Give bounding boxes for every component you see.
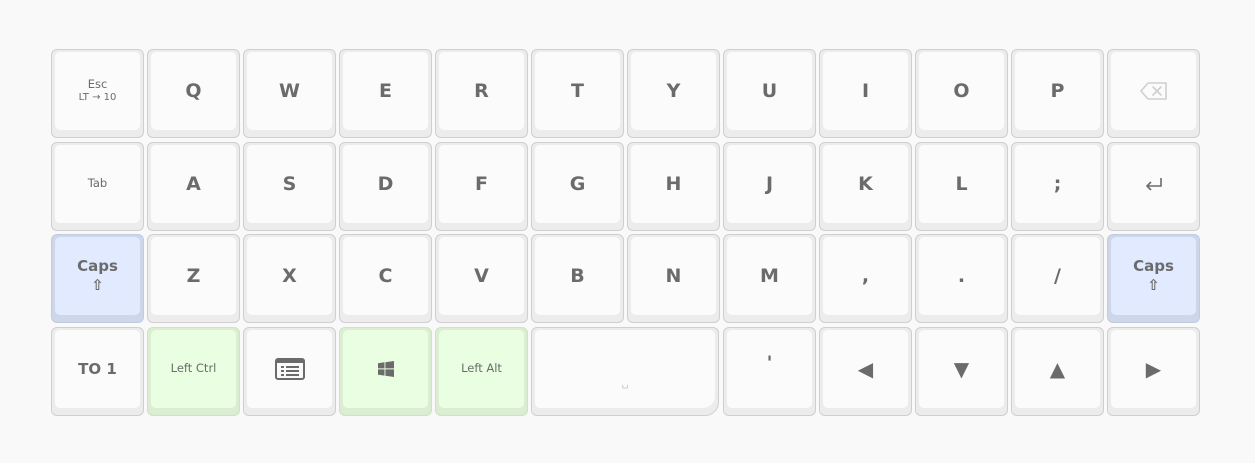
key-a-label: A bbox=[186, 172, 201, 195]
key-z[interactable]: Z bbox=[147, 234, 240, 323]
key-s[interactable]: S bbox=[243, 142, 336, 231]
key-tab[interactable]: Tab bbox=[51, 142, 144, 231]
key-quote-label: ' bbox=[766, 351, 773, 374]
backspace-icon bbox=[1139, 82, 1167, 100]
key-j-label: J bbox=[765, 172, 774, 195]
key-e[interactable]: E bbox=[339, 49, 432, 138]
menu-icon bbox=[274, 358, 305, 380]
key-esc[interactable]: Esc LT → 10 bbox=[51, 49, 144, 138]
key-s-label: S bbox=[282, 172, 297, 195]
key-k-label: K bbox=[858, 172, 873, 195]
key-h-label: H bbox=[665, 172, 682, 195]
key-z-label: Z bbox=[186, 264, 201, 287]
keyboard: Esc LT → 10 Q W E R T Y U I O P Tab A S … bbox=[51, 49, 1201, 416]
key-u[interactable]: U bbox=[723, 49, 816, 138]
key-c-label: C bbox=[378, 264, 393, 287]
key-t[interactable]: T bbox=[531, 49, 624, 138]
arrow-up-icon: ▲ bbox=[1049, 357, 1066, 381]
key-slash-label: / bbox=[1054, 264, 1061, 287]
key-x[interactable]: X bbox=[243, 234, 336, 323]
key-g-label: G bbox=[569, 172, 586, 195]
key-left-alt[interactable]: Left Alt bbox=[435, 327, 528, 416]
key-r-label: R bbox=[474, 79, 489, 102]
key-left-ctrl-label: Left Ctrl bbox=[170, 361, 217, 376]
key-arrow-down[interactable]: ▼ bbox=[915, 327, 1008, 416]
key-arrow-up[interactable]: ▲ bbox=[1011, 327, 1104, 416]
key-p[interactable]: P bbox=[1011, 49, 1104, 138]
key-backspace[interactable] bbox=[1107, 49, 1200, 138]
key-to-1-label: TO 1 bbox=[78, 359, 117, 378]
key-space[interactable]: ␣ bbox=[531, 327, 719, 416]
key-left-ctrl[interactable]: Left Ctrl bbox=[147, 327, 240, 416]
key-n-label: N bbox=[665, 264, 682, 287]
space-bar-icon: ␣ bbox=[621, 375, 629, 390]
key-x-label: X bbox=[282, 264, 297, 287]
key-period-label: . bbox=[957, 264, 966, 287]
key-g[interactable]: G bbox=[531, 142, 624, 231]
key-n[interactable]: N bbox=[627, 234, 720, 323]
key-h[interactable]: H bbox=[627, 142, 720, 231]
key-w-label: W bbox=[279, 79, 300, 102]
key-i[interactable]: I bbox=[819, 49, 912, 138]
arrow-down-icon: ▼ bbox=[953, 357, 970, 381]
key-semicolon-label: ; bbox=[1053, 172, 1062, 195]
key-f[interactable]: F bbox=[435, 142, 528, 231]
key-j[interactable]: J bbox=[723, 142, 816, 231]
key-v[interactable]: V bbox=[435, 234, 528, 323]
key-m-label: M bbox=[760, 264, 779, 287]
key-y-label: Y bbox=[666, 79, 681, 102]
key-comma-label: , bbox=[861, 264, 870, 287]
key-to-1[interactable]: TO 1 bbox=[51, 327, 144, 416]
key-caps-left-label: Caps bbox=[77, 257, 118, 276]
key-arrow-right[interactable]: ▶ bbox=[1107, 327, 1200, 416]
key-menu[interactable] bbox=[243, 327, 336, 416]
key-q-label: Q bbox=[185, 79, 202, 102]
key-d[interactable]: D bbox=[339, 142, 432, 231]
key-k[interactable]: K bbox=[819, 142, 912, 231]
key-slash[interactable]: / bbox=[1011, 234, 1104, 323]
key-e-label: E bbox=[379, 79, 392, 102]
shift-arrow-icon: ⇧ bbox=[1147, 276, 1160, 294]
key-comma[interactable]: , bbox=[819, 234, 912, 323]
key-caps-right-label: Caps bbox=[1133, 257, 1174, 276]
key-caps-right[interactable]: Caps ⇧ bbox=[1107, 234, 1200, 323]
key-q[interactable]: Q bbox=[147, 49, 240, 138]
key-a[interactable]: A bbox=[147, 142, 240, 231]
enter-icon bbox=[1145, 178, 1162, 191]
key-esc-face: Esc LT → 10 bbox=[55, 52, 140, 130]
key-period[interactable]: . bbox=[915, 234, 1008, 323]
key-o-label: O bbox=[953, 79, 970, 102]
arrow-right-icon: ▶ bbox=[1145, 357, 1162, 381]
key-arrow-left[interactable]: ◀ bbox=[819, 327, 912, 416]
key-d-label: D bbox=[377, 172, 394, 195]
key-r[interactable]: R bbox=[435, 49, 528, 138]
key-left-alt-label: Left Alt bbox=[461, 361, 502, 376]
key-l-label: L bbox=[955, 172, 968, 195]
key-b-label: B bbox=[570, 264, 585, 287]
key-quote[interactable]: ' bbox=[723, 327, 816, 416]
key-tab-label: Tab bbox=[87, 176, 108, 191]
key-c[interactable]: C bbox=[339, 234, 432, 323]
key-p-label: P bbox=[1050, 79, 1065, 102]
key-v-label: V bbox=[474, 264, 489, 287]
key-t-label: T bbox=[571, 79, 584, 102]
key-enter[interactable] bbox=[1107, 142, 1200, 231]
shift-arrow-icon: ⇧ bbox=[91, 276, 104, 294]
key-l[interactable]: L bbox=[915, 142, 1008, 231]
key-o[interactable]: O bbox=[915, 49, 1008, 138]
arrow-left-icon: ◀ bbox=[857, 357, 874, 381]
key-m[interactable]: M bbox=[723, 234, 816, 323]
key-semicolon[interactable]: ; bbox=[1011, 142, 1104, 231]
key-i-label: I bbox=[861, 79, 870, 102]
windows-icon bbox=[377, 361, 394, 377]
key-w[interactable]: W bbox=[243, 49, 336, 138]
key-windows[interactable] bbox=[339, 327, 432, 416]
key-esc-label: Esc bbox=[87, 76, 108, 91]
key-b[interactable]: B bbox=[531, 234, 624, 323]
key-caps-left[interactable]: Caps ⇧ bbox=[51, 234, 144, 323]
key-y[interactable]: Y bbox=[627, 49, 720, 138]
key-u-label: U bbox=[761, 79, 778, 102]
key-f-label: F bbox=[475, 172, 488, 195]
key-esc-sublabel: LT → 10 bbox=[78, 92, 117, 104]
